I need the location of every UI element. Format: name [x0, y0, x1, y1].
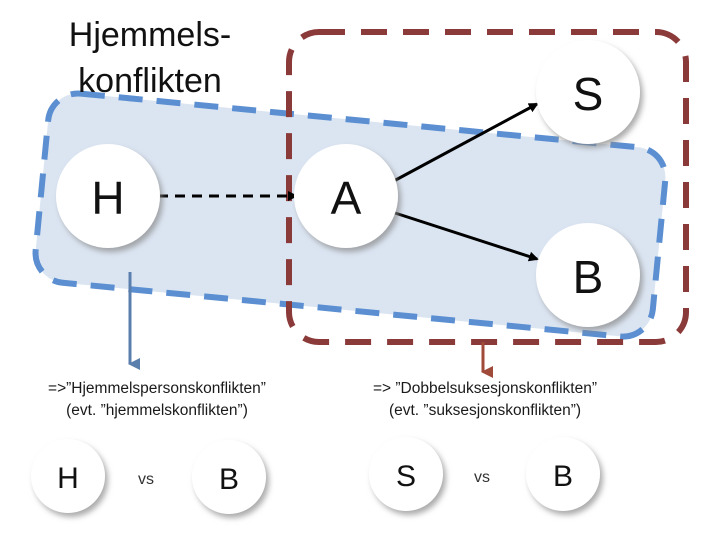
- vs-left: vs: [138, 471, 154, 488]
- title-line-2: konflikten: [78, 62, 222, 100]
- note-right-line-2: (evt. ”suksesjonskonflikten”): [388, 402, 582, 419]
- arrow-a-to-b: [391, 210, 539, 262]
- diagram-title: Hjemmels- konflikten: [40, 12, 260, 104]
- node-a-label: A: [331, 172, 362, 224]
- node-s-label: S: [573, 68, 604, 120]
- note-right-line-1: => ”Dobbelsuksesjonskonflikten”: [372, 380, 597, 397]
- node-s: S: [536, 40, 640, 144]
- compare-right-a-label: S: [396, 460, 416, 493]
- compare-left-b-label: B: [219, 463, 239, 496]
- note-left-line-1: =>”Hjemmelspersonskonflikten”: [48, 380, 266, 397]
- node-b: B: [536, 223, 640, 327]
- node-a: A: [294, 144, 398, 248]
- compare-left-a-label: H: [57, 462, 79, 495]
- red-region: [286, 29, 689, 345]
- compare-right-b-label: B: [553, 460, 573, 493]
- arrow-a-to-s: [391, 102, 539, 184]
- node-b-label: B: [573, 251, 604, 303]
- note-left-line-2: (evt. ”hjemmelskonflikten”): [66, 402, 248, 419]
- compare-right-b: B: [526, 437, 600, 511]
- title-line-1: Hjemmels-: [68, 16, 232, 54]
- note-right: => ”Dobbelsuksesjonskonflikten” (evt. ”s…: [340, 378, 630, 422]
- compare-left-b: B: [192, 440, 266, 514]
- note-left: =>”Hjemmelspersonskonflikten” (evt. ”hje…: [22, 378, 292, 422]
- node-h: H: [56, 144, 160, 248]
- node-h-label: H: [91, 172, 124, 224]
- compare-left-a: H: [31, 439, 105, 513]
- vs-right: vs: [474, 469, 490, 486]
- compare-right-a: S: [369, 437, 443, 511]
